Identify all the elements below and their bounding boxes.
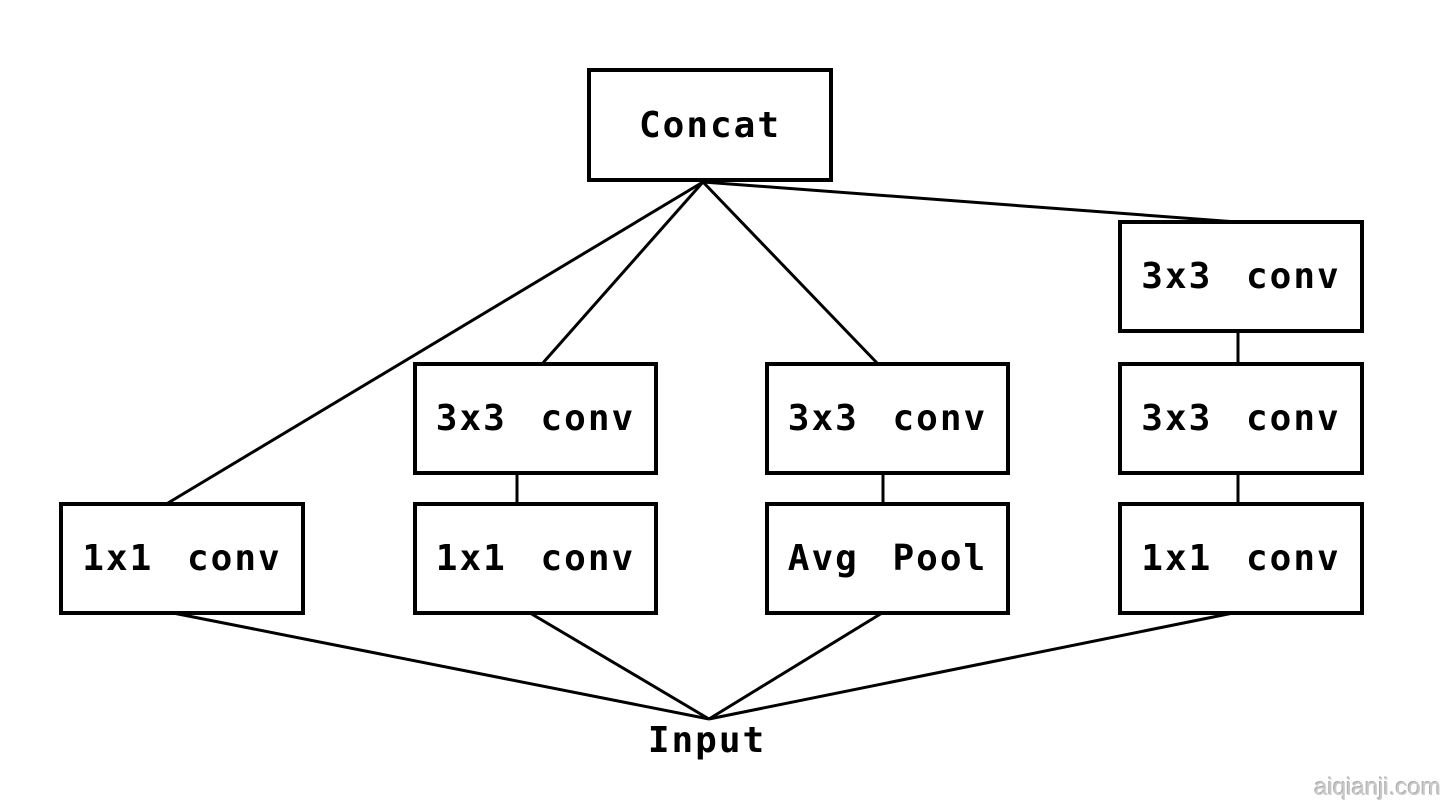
edge-input-branch4 — [708, 611, 1234, 721]
node-branch1-conv1x1: 1x1 conv — [59, 502, 305, 615]
node-branch3-avgpool: Avg Pool — [765, 502, 1010, 615]
node-branch4-conv3x3-top: 3x3 conv — [1118, 220, 1364, 333]
edge-input-branch1 — [172, 611, 710, 721]
edge-input-branch2 — [529, 611, 710, 721]
input-label: Input — [647, 720, 767, 761]
node-branch2-conv3x3: 3x3 conv — [413, 362, 658, 475]
edge-input-branch3 — [708, 611, 883, 721]
node-branch4-conv1x1: 1x1 conv — [1118, 502, 1364, 615]
edge-concat-branch3 — [701, 180, 880, 366]
watermark-text: aiqianji.com — [1314, 774, 1441, 801]
node-concat: Concat — [587, 68, 833, 182]
node-branch3-conv3x3: 3x3 conv — [765, 362, 1010, 475]
edge-concat-branch2 — [540, 181, 705, 365]
node-branch4-conv3x3-mid: 3x3 conv — [1118, 362, 1364, 475]
node-branch2-conv1x1: 1x1 conv — [413, 502, 658, 615]
edge-concat-branch1 — [167, 180, 704, 505]
edge-concat-branch4 — [702, 180, 1238, 224]
